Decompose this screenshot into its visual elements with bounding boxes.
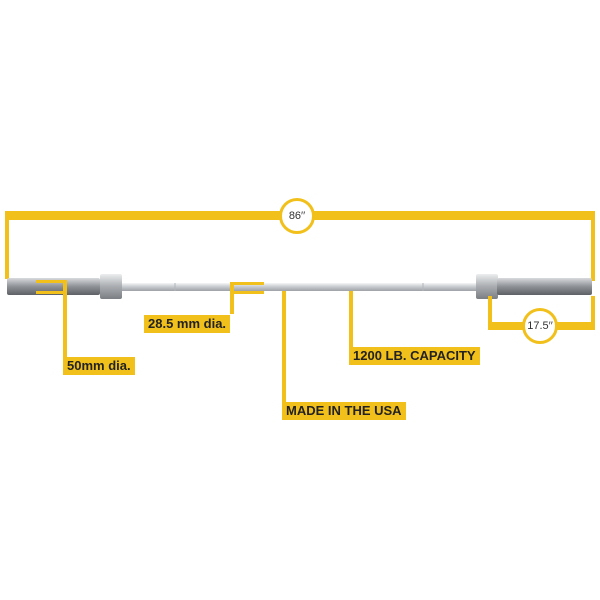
shaft-diameter-leader [230, 282, 264, 314]
capacity-label: 1200 LB. CAPACITY [349, 347, 480, 365]
right-sleeve [497, 278, 592, 295]
sleeve-diameter-leader [36, 280, 67, 372]
barbell [7, 274, 592, 299]
overall-length-badge: 86′′ [279, 198, 315, 234]
right-collar [476, 274, 498, 299]
left-collar [100, 274, 122, 299]
bar-shaft [120, 283, 478, 291]
sleeve-length-badge: 17.5′′ [522, 308, 558, 344]
left-sleeve [7, 278, 100, 295]
sleeve-diameter-label: 50mm dia. [63, 357, 135, 375]
capacity-leader [349, 291, 353, 363]
origin-leader [282, 291, 286, 415]
origin-label: MADE IN THE USA [282, 402, 406, 420]
shaft-diameter-label: 28.5 mm dia. [144, 315, 231, 333]
